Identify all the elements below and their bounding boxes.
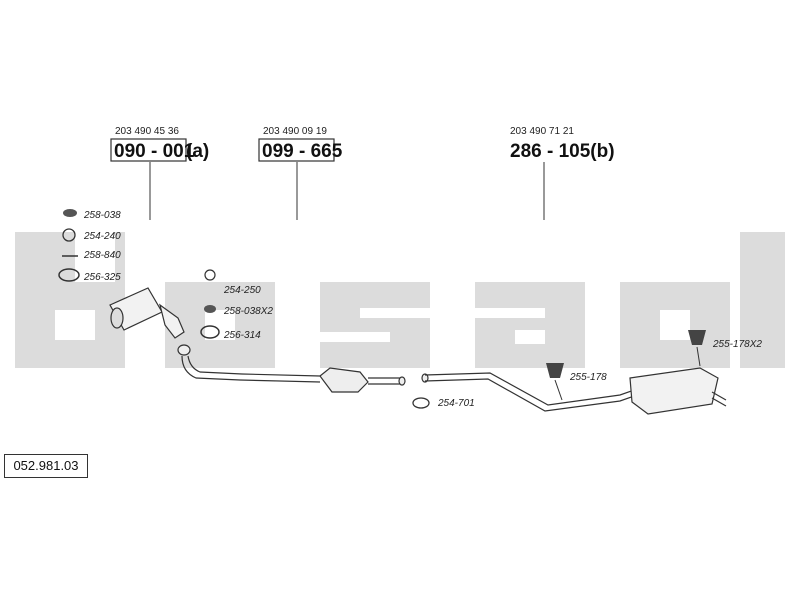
- ref-number: 286 - 105(b): [510, 141, 615, 162]
- clamp-icon: [62, 228, 76, 242]
- fitting-254-701: 254-701: [412, 397, 475, 409]
- rubber-ring-icon: [63, 209, 77, 217]
- part-code: 258-840: [83, 250, 121, 261]
- oem-number: 203 490 09 19: [263, 126, 327, 137]
- part-code: 258-038: [83, 210, 121, 221]
- ref-suffix: (a): [186, 141, 209, 162]
- oem-number: 203 490 45 36: [115, 126, 179, 137]
- part-code: 255-178: [569, 372, 607, 383]
- assembly-middle-catalytic: 203 490 09 19 099 - 665: [258, 126, 343, 220]
- rubber-mount-icon: [546, 363, 564, 378]
- rubber-mount-icon: [688, 330, 706, 345]
- fitting-256-325: 256-325: [58, 268, 121, 283]
- watermark-logo: [15, 232, 785, 368]
- part-code: 258-038X2: [223, 306, 273, 317]
- gasket-icon: [200, 325, 220, 339]
- ref-box: [258, 138, 335, 162]
- oem-number: 203 490 71 21: [510, 126, 574, 137]
- catalog-number: 052.981.03: [4, 454, 88, 478]
- fitting-256-314: 256-314: [200, 325, 261, 341]
- fitting-258-840: 258-840: [62, 250, 121, 261]
- fitting-255-178x2: 255-178X2: [688, 330, 762, 367]
- rear-pipe-silencer: [421, 367, 727, 415]
- fitting-254-250: 254-250: [204, 269, 261, 296]
- assembly-rear-silencer: 203 490 71 21 286 - 105(b): [510, 126, 615, 220]
- front-pipe: [177, 344, 406, 393]
- ref-number: 099 - 665: [262, 141, 343, 162]
- clamp-icon: [204, 269, 216, 281]
- clamp-icon: [412, 397, 430, 409]
- fitting-258-038: 258-038: [63, 209, 121, 221]
- part-code: 255-178X2: [712, 339, 762, 350]
- fitting-258-038x2: 258-038X2: [204, 305, 273, 317]
- fitting-255-178: 255-178: [546, 363, 607, 401]
- part-code: 256-314: [223, 330, 261, 341]
- part-code: 254-701: [437, 398, 475, 409]
- part-code: 254-240: [83, 231, 121, 242]
- gasket-icon: [58, 268, 80, 282]
- ref-box: [110, 138, 187, 162]
- front-catalytic-converter: [109, 287, 185, 339]
- part-code: 256-325: [83, 272, 121, 283]
- part-code: 254-250: [223, 285, 261, 296]
- assembly-front-catalytic: 203 490 45 36 090 - 001 (a): [110, 126, 209, 220]
- fitting-254-240: 254-240: [62, 228, 121, 242]
- rubber-ring-icon: [204, 305, 216, 313]
- ref-number: 090 - 001: [114, 141, 195, 162]
